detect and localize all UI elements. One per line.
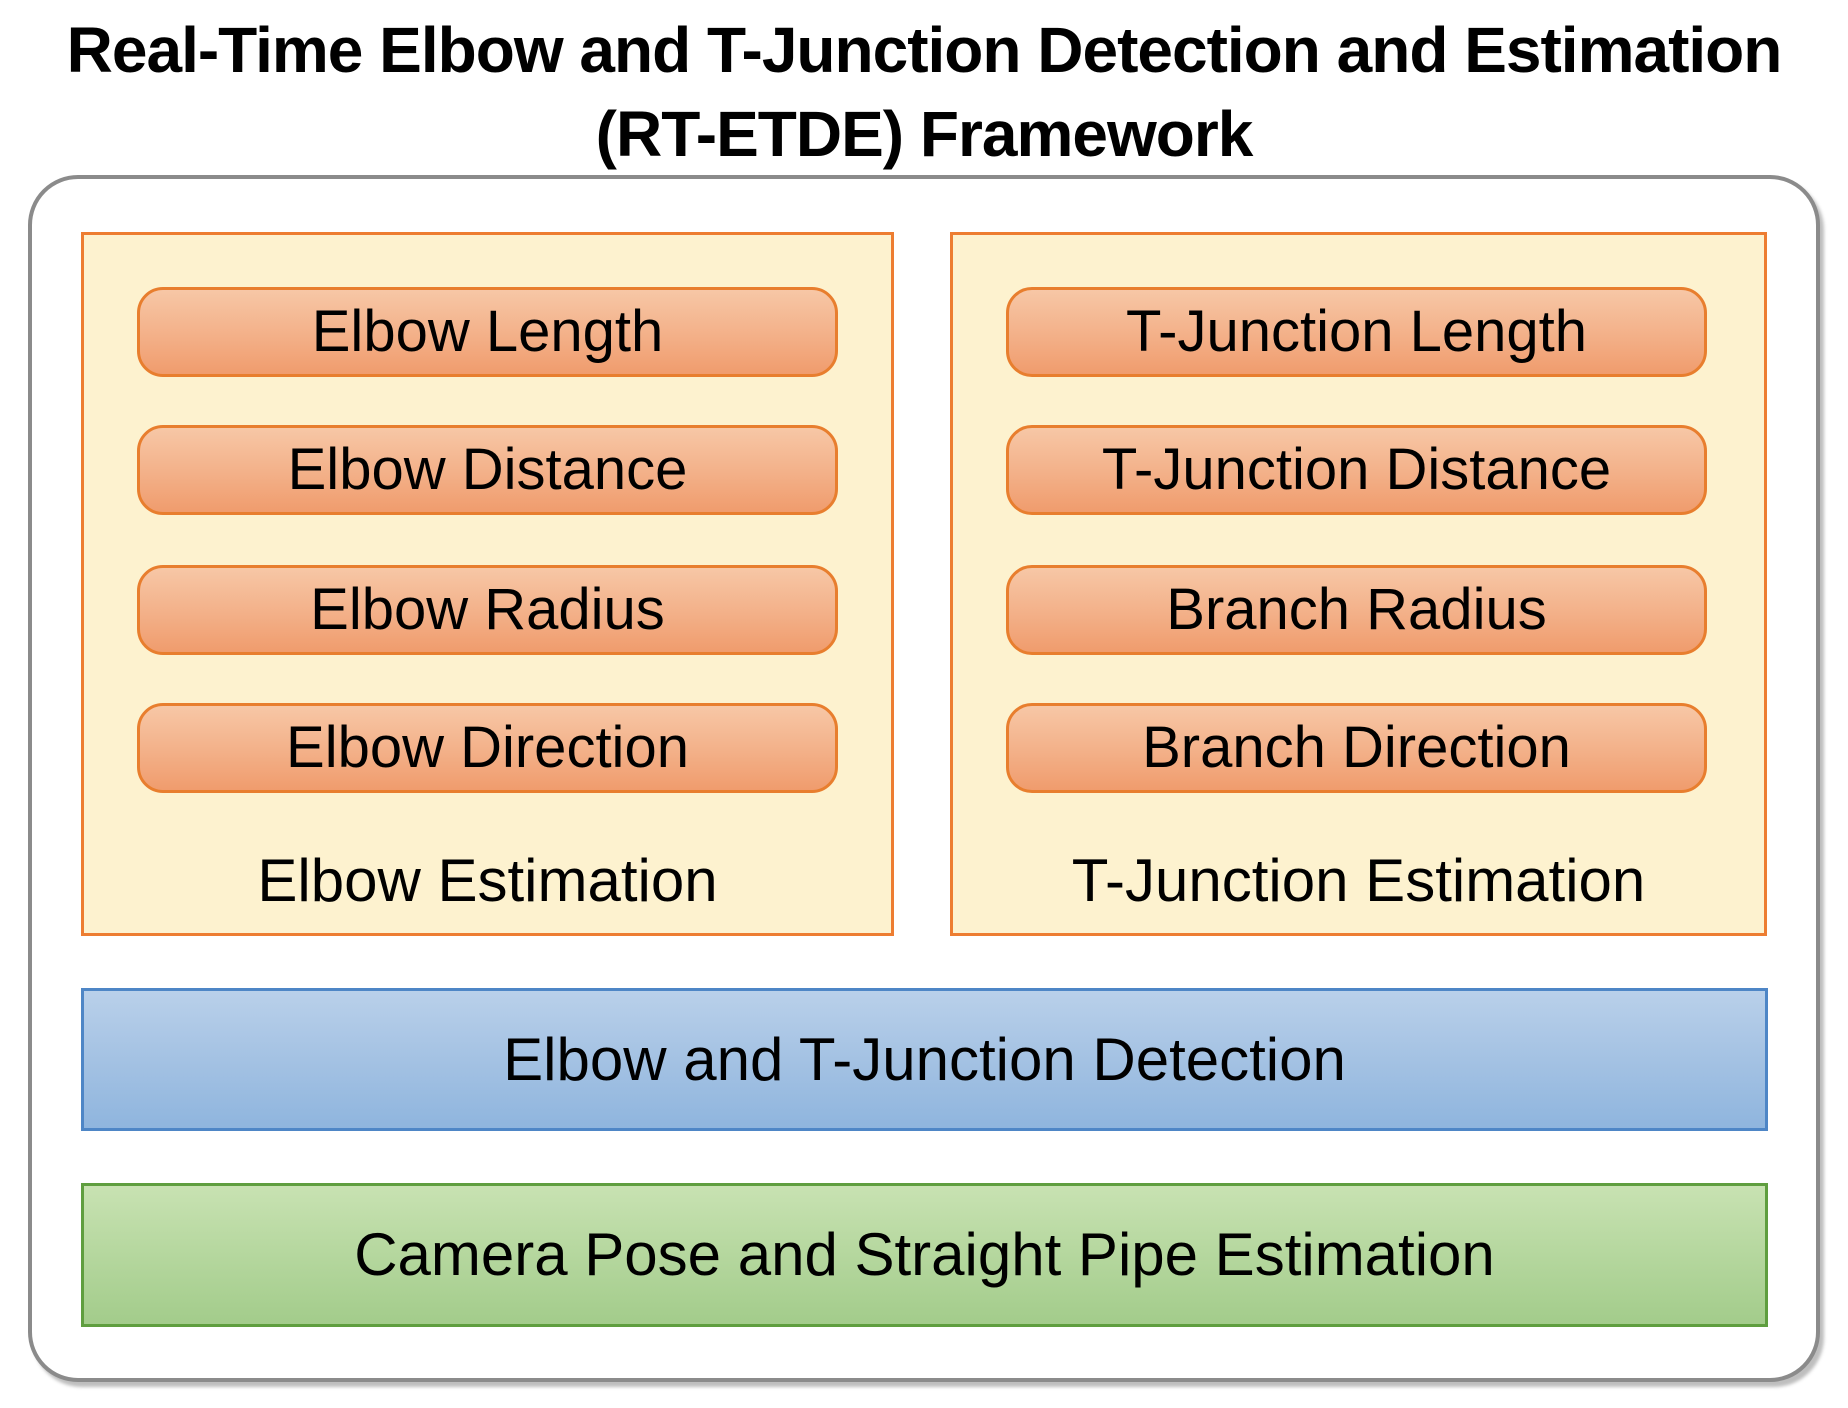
t-junction-estimation-label: T-Junction Estimation (1071, 847, 1646, 914)
branch-direction-box: Branch Direction (1006, 703, 1707, 793)
elbow-direction-box: Elbow Direction (137, 703, 838, 793)
detection-layer-bar: Elbow and T-Junction Detection (81, 988, 1768, 1131)
camera-pose-layer-bar: Camera Pose and Straight Pipe Estimation (81, 1183, 1768, 1327)
t-junction-length-box: T-Junction Length (1006, 287, 1707, 377)
branch-radius-box: Branch Radius (1006, 565, 1707, 655)
figure-title: Real-Time Elbow and T-Junction Detection… (0, 8, 1848, 176)
elbow-radius-box: Elbow Radius (137, 565, 838, 655)
elbow-length-box: Elbow Length (137, 287, 838, 377)
elbow-distance-box: Elbow Distance (137, 425, 838, 515)
elbow-estimation-label: Elbow Estimation (257, 847, 718, 914)
figure-title-line2: (RT-ETDE) Framework (595, 98, 1254, 170)
t-junction-distance-box: T-Junction Distance (1006, 425, 1707, 515)
t-junction-estimation-panel: T-Junction Length T-Junction Distance Br… (950, 232, 1767, 936)
figure-title-line1: Real-Time Elbow and T-Junction Detection… (66, 14, 1783, 86)
framework-container: Elbow Length Elbow Distance Elbow Radius… (28, 175, 1820, 1382)
elbow-estimation-panel: Elbow Length Elbow Distance Elbow Radius… (81, 232, 894, 936)
